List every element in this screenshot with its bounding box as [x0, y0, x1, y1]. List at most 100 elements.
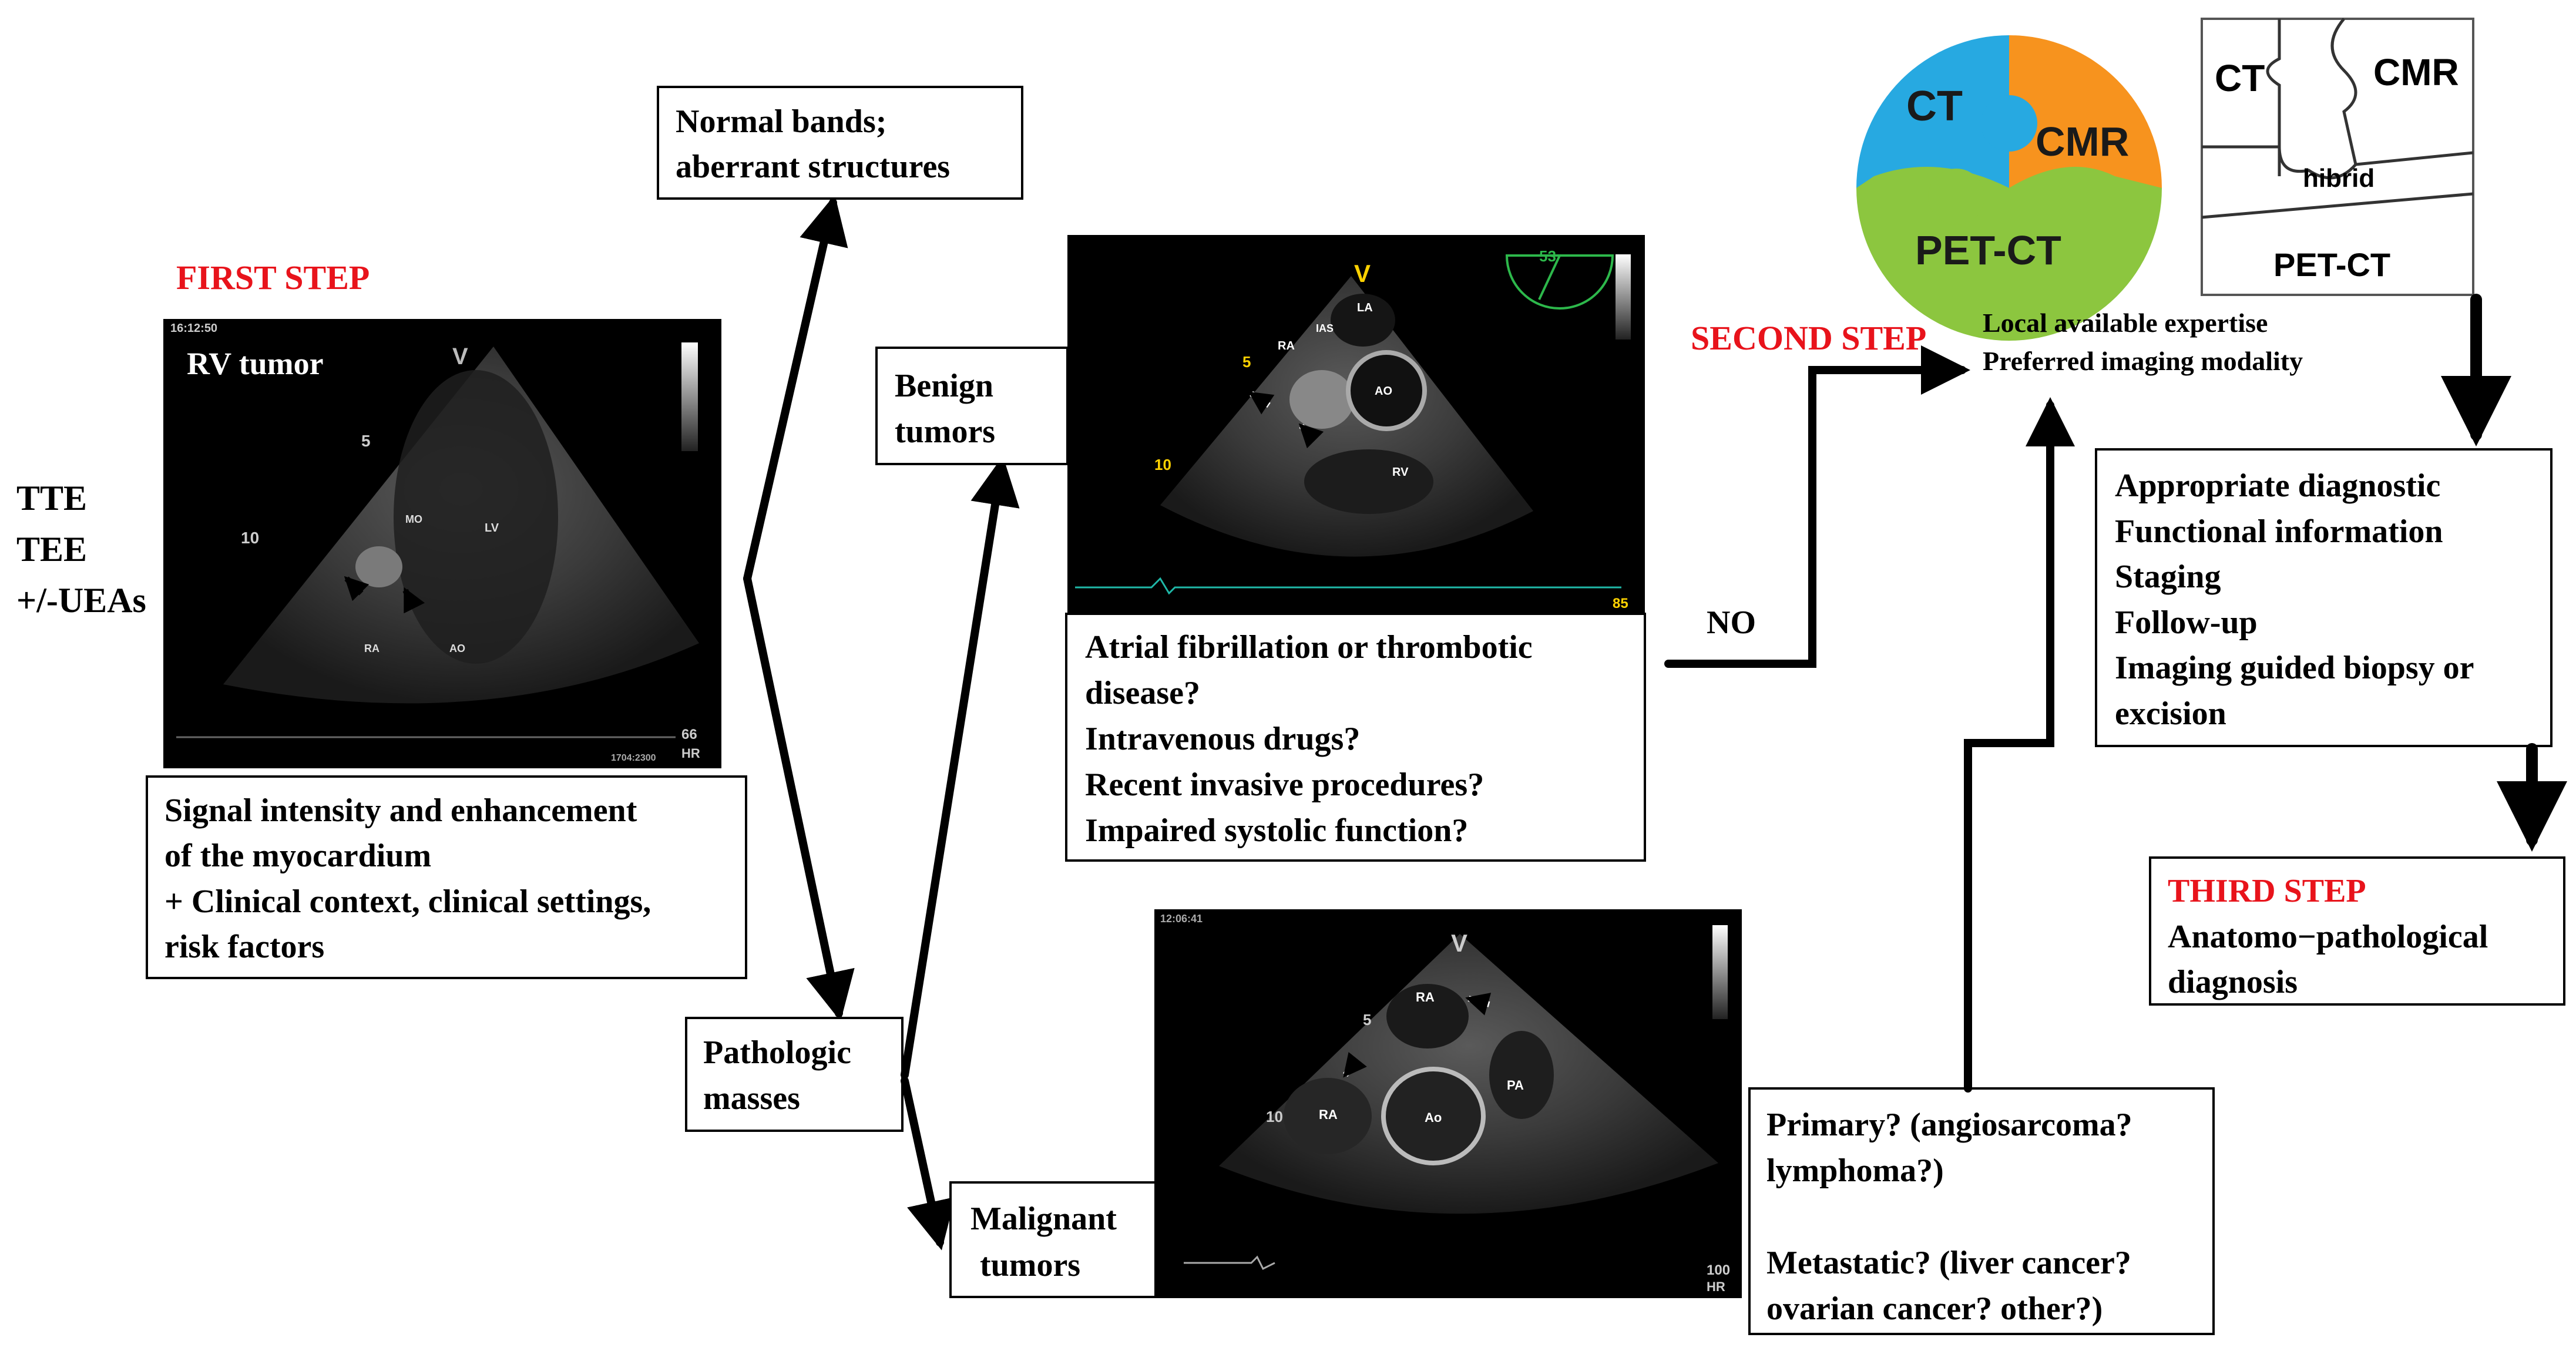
echo3-label-ra-top: RA: [1416, 990, 1435, 1004]
echo3-time: 12:06:41: [1160, 913, 1203, 925]
svg-text:V: V: [1354, 260, 1371, 287]
arrow-primary-to-second-step: [1964, 397, 2075, 1093]
imaging-puzzle-square: CT CMR hibrid PET-CT: [2201, 18, 2474, 296]
malignant-line-2: tumors: [980, 1247, 1080, 1283]
modality-ueas: +/-UEAs: [16, 581, 146, 620]
echo-cavity: [394, 370, 558, 664]
question-line-4: Recent invasive procedures?: [1085, 767, 1484, 803]
arrow-to-normal: [743, 194, 848, 583]
modality-tee: TEE: [16, 530, 87, 569]
echo2-label-ias: IAS: [1316, 322, 1334, 334]
puzzle-square-ct-label: CT: [2215, 57, 2265, 99]
svg-text:V: V: [1451, 929, 1467, 957]
third-step-box: THIRD STEP Anatomo−pathological diagnosi…: [2149, 856, 2565, 1006]
signal-line-4: risk factors: [164, 929, 324, 965]
pathologic-line-1: Pathologic: [703, 1034, 851, 1071]
puzzle-piece-cmr: [2009, 35, 2162, 188]
expertise-line-2: Preferred imaging modality: [1983, 346, 2303, 376]
puzzle-circle-cmr-label: CMR: [2036, 119, 2129, 164]
puzzle-circle-ct-label: CT: [1906, 83, 1963, 130]
echo1-hr: HR: [681, 746, 700, 761]
primary-line-3: Metastatic? (liver cancer?: [1766, 1245, 2131, 1281]
signal-line-2: of the myocardium: [164, 838, 431, 874]
echo1-label-ra: RA: [364, 643, 379, 654]
echo3-arrow-right: [1465, 993, 1492, 1016]
echo1-bottom-number: 66: [681, 727, 697, 742]
imaging-puzzle-circle: CT CMR PET-CT: [1856, 35, 2162, 341]
diagnostic-line-6: excision: [2115, 695, 2226, 732]
echo-image-rv-tumor: 16:12:50 RV tumor V 5 10 MO LV RA AO 66 …: [163, 319, 721, 768]
question-line-5: Impaired systolic function?: [1085, 812, 1468, 849]
echo1-depth-5: 5: [361, 432, 371, 450]
echo2-label-rv: RV: [1392, 466, 1409, 479]
normal-line-2: aberrant structures: [676, 149, 950, 185]
benign-line-1: Benign: [895, 368, 993, 404]
primary-line-4: ovarian cancer? other?): [1766, 1290, 2103, 1327]
echo1-label-lv: LV: [485, 522, 499, 535]
no-path: NO: [1664, 345, 1970, 668]
first-branch-arrows: [743, 194, 855, 1021]
echo2-label-la: LA: [1357, 301, 1373, 314]
puzzle-square-hibrid-label: hibrid: [2303, 164, 2375, 193]
echo1-depth-10: 10: [241, 529, 259, 547]
echo3-bottom-number: 100: [1707, 1262, 1730, 1278]
puzzle-knob-pet: [1928, 169, 1984, 225]
clinical-questions-box: Atrial fibrillation or thrombotic diseas…: [1065, 613, 1646, 862]
signal-line-1: Signal intensity and enhancement: [164, 792, 637, 829]
echo2-mass: [1289, 370, 1354, 429]
echo2-aorta: [1346, 350, 1427, 431]
third-line-1: Anatomo−pathological: [2168, 919, 2488, 955]
benign-tumors-box: Benign tumors: [875, 347, 1069, 465]
benign-line-2: tumors: [895, 414, 995, 450]
pathologic-branch-arrows: [901, 456, 1020, 1251]
pathologic-line-2: masses: [703, 1080, 800, 1117]
modalities-list: TTE TEE +/-UEAs: [16, 479, 146, 620]
question-line-1: Atrial fibrillation or thrombotic: [1085, 629, 1533, 666]
echo3-arrow-left: [1343, 1051, 1367, 1078]
third-line-2: diagnosis: [2168, 964, 2298, 1000]
malignant-tumors-box: Malignant tumors: [949, 1181, 1164, 1298]
echo2-arrow-right: [1298, 423, 1324, 449]
arrow-no-to-second-step: [1664, 345, 1970, 668]
echo2-bottom-number: 85: [1613, 596, 1628, 611]
echo2-arrow-left: [1248, 391, 1275, 415]
echo-tumor-mass: [355, 546, 402, 587]
echo3-label-ao: Ao: [1425, 1110, 1442, 1125]
echo3-aorta: [1381, 1067, 1486, 1165]
echo1-label-ao: AO: [449, 643, 465, 654]
diagnostic-line-4: Follow-up: [2115, 604, 2258, 641]
echo1-arrow-left: [344, 576, 370, 601]
puzzle-piece-ct: [1856, 35, 2009, 188]
signal-line-3: + Clinical context, clinical settings,: [164, 883, 651, 920]
grayscale-bar: [681, 342, 698, 451]
no-label: NO: [1707, 604, 1756, 641]
expertise-text: Local available expertise Preferred imag…: [1983, 308, 2303, 376]
echo-image-malignant: V 12:06:41 RA PA RA Ao 5 10 100 HR: [1154, 909, 1742, 1298]
arrow-to-pathologic: [743, 574, 855, 1021]
svg-text:V: V: [452, 344, 468, 369]
diagnostic-line-3: Staging: [2115, 559, 2221, 595]
echo3-label-ra-left: RA: [1319, 1107, 1338, 1122]
echo2-depth-5: 5: [1242, 353, 1251, 371]
question-line-2: disease?: [1085, 675, 1200, 711]
normal-bands-box: Normal bands; aberrant structures: [657, 86, 1023, 200]
echo3-label-pa: PA: [1507, 1078, 1524, 1093]
puzzle-knob-ct: [1981, 95, 2037, 152]
echo2-angle-value: 53: [1539, 247, 1556, 265]
angle-indicator: [1505, 254, 1614, 310]
diagnostic-goals-box: Appropriate diagnostic Functional inform…: [2095, 448, 2553, 747]
modality-tte: TTE: [16, 479, 87, 517]
malignant-line-1: Malignant: [970, 1201, 1117, 1237]
echo3-depth-5: 5: [1363, 1011, 1371, 1029]
echo3-depth-10: 10: [1266, 1108, 1283, 1125]
echo1-arrow-right: [402, 587, 425, 614]
second-step-label: SECOND STEP: [1691, 319, 1926, 357]
question-line-3: Intravenous drugs?: [1085, 721, 1360, 757]
echo1-label-mo: MO: [405, 513, 422, 525]
first-step-label: FIRST STEP: [176, 258, 370, 297]
expertise-line-1: Local available expertise: [1983, 308, 2268, 338]
arrow-to-benign: [901, 456, 1020, 1079]
diagnostic-line-5: Imaging guided biopsy or: [2115, 650, 2474, 686]
primary-metastatic-box: Primary? (angiosarcoma? lymphoma?) Metas…: [1748, 1087, 2215, 1335]
